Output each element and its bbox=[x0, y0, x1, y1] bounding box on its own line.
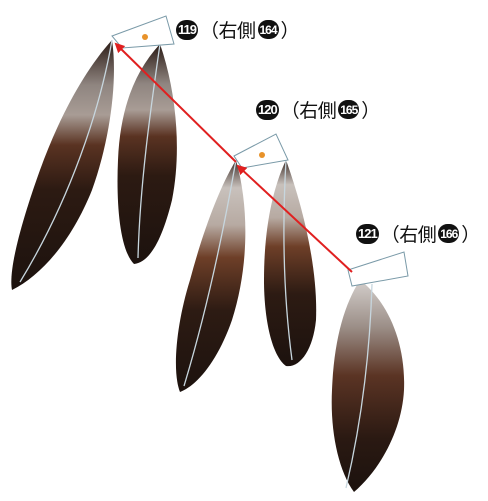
arrow-120-to-119 bbox=[114, 42, 237, 163]
number-badge-119: 119 bbox=[176, 19, 198, 40]
feather-121 bbox=[331, 280, 405, 492]
red-arrows bbox=[114, 42, 353, 273]
feather-120-left bbox=[175, 160, 246, 392]
callout-119: 119 （右側 164 ） bbox=[176, 16, 300, 43]
ref-badge-165: 165 bbox=[338, 100, 360, 119]
feather-group-119 bbox=[11, 15, 177, 290]
feather-group-120 bbox=[175, 133, 317, 392]
ref-badge-166: 166 bbox=[438, 224, 460, 243]
callout-121: 121 （右側 166 ） bbox=[356, 220, 480, 247]
callout-120-prefix: （右側 bbox=[280, 101, 337, 122]
tag-121 bbox=[347, 251, 409, 287]
callout-120: 120 （右側 165 ） bbox=[256, 96, 380, 123]
feather-119-left bbox=[11, 40, 114, 290]
tag-119 bbox=[111, 15, 175, 49]
number-badge-121: 121 bbox=[356, 223, 379, 244]
callout-120-suffix: ） bbox=[361, 101, 380, 122]
feather-121-shaft bbox=[345, 283, 373, 489]
feather-119-left-shaft bbox=[19, 39, 113, 283]
arrow-121-to-120 bbox=[236, 164, 353, 273]
callout-119-suffix: ） bbox=[280, 21, 300, 42]
feather-group-121 bbox=[331, 251, 409, 492]
marker-dot-120 bbox=[259, 152, 265, 158]
marker-dot-119 bbox=[142, 34, 148, 40]
feather-120-right bbox=[264, 160, 317, 367]
callout-121-prefix: （右側 bbox=[380, 225, 437, 246]
number-badge-120: 120 bbox=[256, 99, 279, 120]
tag-120 bbox=[233, 133, 289, 169]
callout-119-prefix: （右側 bbox=[199, 21, 256, 42]
callout-121-suffix: ） bbox=[461, 225, 480, 246]
feather-120-right-shaft bbox=[283, 159, 293, 361]
feather-120-left-shaft bbox=[183, 159, 237, 387]
feather-119-right-shaft bbox=[137, 43, 161, 259]
feather-119-right bbox=[117, 44, 177, 264]
ref-badge-164: 164 bbox=[257, 20, 279, 39]
